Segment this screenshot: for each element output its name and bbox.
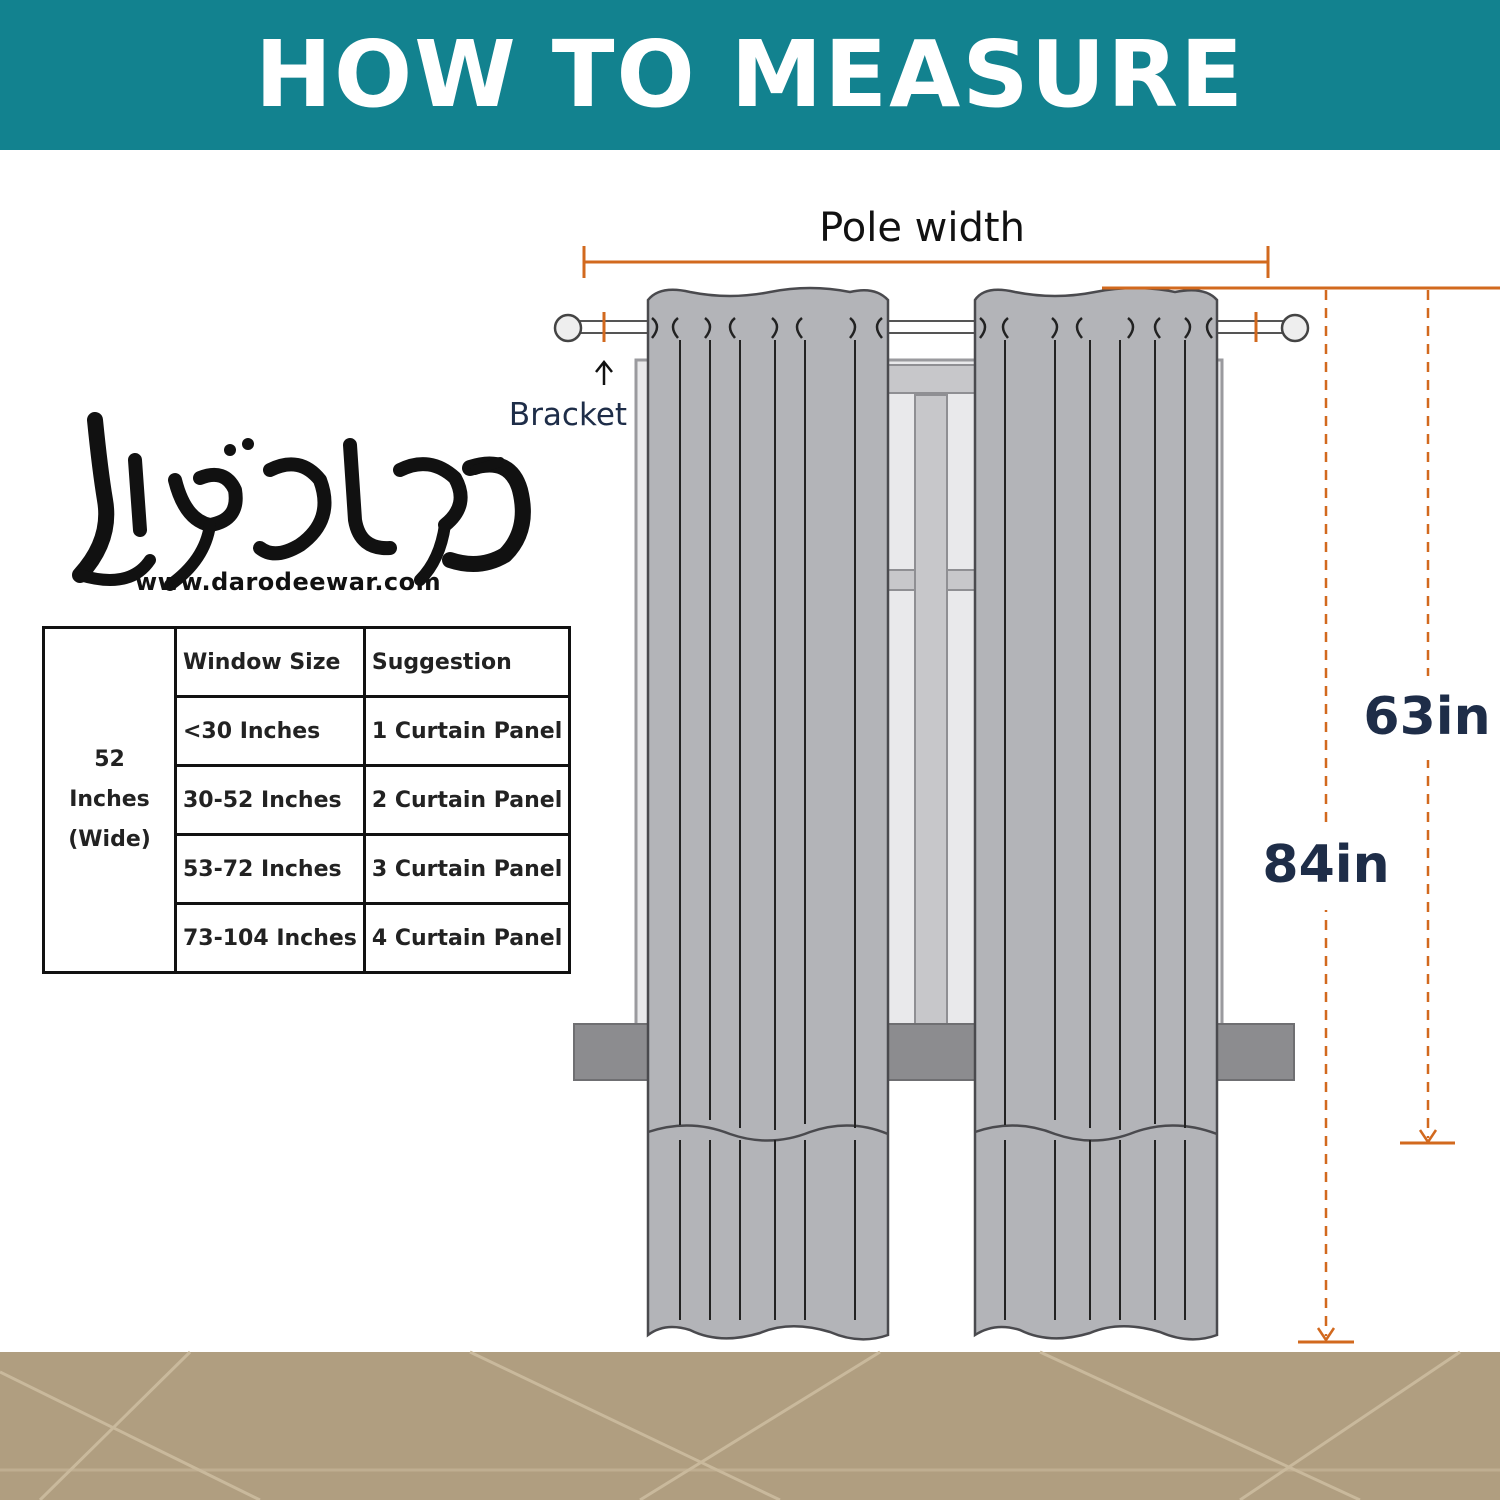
title-banner: HOW TO MEASURE [0,0,1500,150]
table-row: 53-72 Inches 3 Curtain Panel [44,833,572,905]
curtain-size-table: 52 Inches (Wide) Window Size Suggestion … [42,626,572,974]
pole-width-label: Pole width [819,205,1025,251]
width-group-cell: 52 Inches (Wide) [42,626,177,974]
suggestion-cell: 3 Curtain Panel [362,833,572,905]
width-group-line1: 52 Inches [69,747,150,812]
right-curtain-panel [973,286,1219,1341]
header-window-size: Window Size [174,626,366,698]
length-84-label: 84in [1262,835,1389,895]
window-size-cell: 73-104 Inches [174,902,366,974]
length-63-label: 63in [1363,687,1490,747]
table-header-row: 52 Inches (Wide) Window Size Suggestion [42,626,572,974]
suggestion-cell: 1 Curtain Panel [362,695,572,767]
table-row: <30 Inches 1 Curtain Panel [44,695,572,767]
table-row: 30-52 Inches 2 Curtain Panel [44,764,572,836]
brand-website: www.darodeewar.com [135,568,442,596]
window-size-cell: 53-72 Inches [174,833,366,905]
window-size-cell: <30 Inches [174,695,366,767]
suggestion-cell: 2 Curtain Panel [362,764,572,836]
page-title: HOW TO MEASURE [255,21,1245,128]
bracket-arrow [595,359,613,385]
floor [0,1350,1500,1500]
brand-logo [72,412,531,591]
width-group-line2: (Wide) [68,827,151,852]
table-row: 73-104 Inches 4 Curtain Panel [44,902,572,974]
window-size-cell: 30-52 Inches [174,764,366,836]
left-curtain-panel [646,286,890,1341]
header-suggestion: Suggestion [362,626,572,698]
suggestion-cell: 4 Curtain Panel [362,902,572,974]
pole-width-dimension [582,246,1270,342]
bracket-label: Bracket [509,397,627,433]
